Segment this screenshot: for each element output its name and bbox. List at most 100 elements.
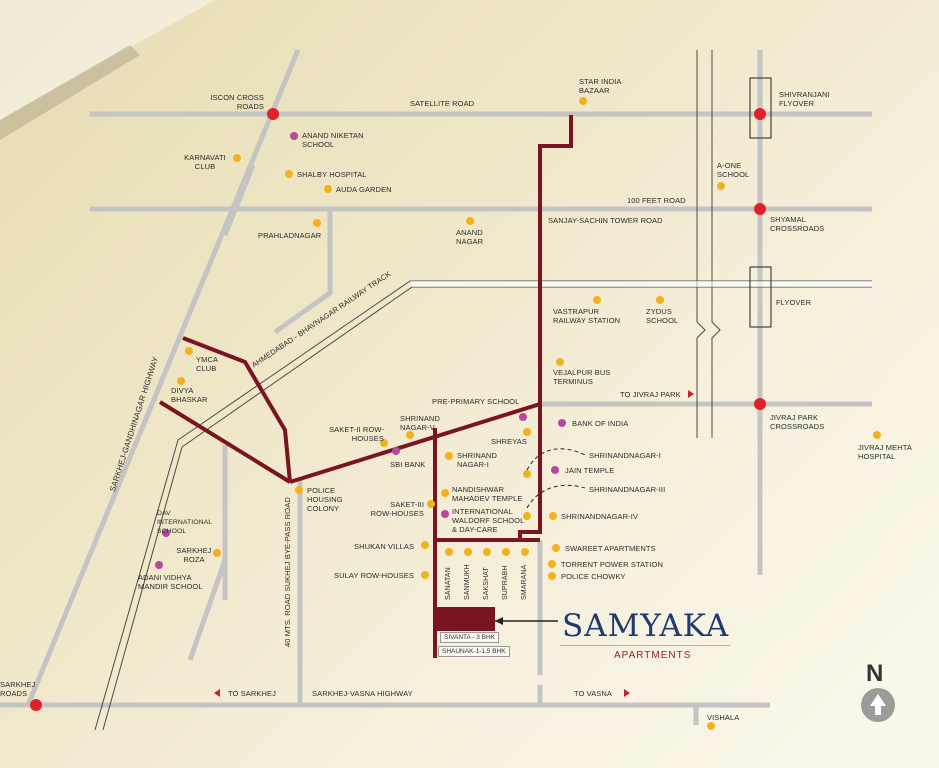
brand-divider xyxy=(560,645,730,646)
junction-label: SHYAMAL CROSSROADS xyxy=(770,215,825,233)
landmark-label: SULAY ROW-HOUSES xyxy=(334,571,414,580)
landmark-label: POLICE CHOWKY xyxy=(561,572,626,581)
landmark-marker xyxy=(464,548,472,556)
pointer-arrow xyxy=(495,617,503,625)
road-label: 100 FEET ROAD xyxy=(627,196,686,205)
landmark-marker xyxy=(445,548,453,556)
landmark-label: DIVYA BHASKAR xyxy=(171,386,208,404)
landmark-label: SHALBY HOSPITAL xyxy=(297,170,367,179)
landmark-marker xyxy=(380,439,388,447)
landmark-marker xyxy=(233,154,241,162)
landmark-marker xyxy=(313,219,321,227)
landmark-label: SHRINAND NAGAR-V xyxy=(400,414,440,432)
north-label: N xyxy=(866,660,884,687)
society-label: SMARANA xyxy=(521,564,528,600)
landmark-label: YMCA CLUB xyxy=(196,355,218,373)
arrow-right-icon xyxy=(624,689,630,697)
school-marker xyxy=(519,413,527,421)
arrow-right-icon xyxy=(688,390,694,398)
society-label: SANMUKH xyxy=(464,564,471,600)
society-label: SUPRABH xyxy=(502,565,509,600)
landmark-label: SHRINAND NAGAR-I xyxy=(457,451,497,469)
landmark-marker xyxy=(707,722,715,730)
school-marker xyxy=(441,510,449,518)
brand-subtitle: APARTMENTS xyxy=(614,650,692,661)
landmark-label: SHREYAS xyxy=(491,437,527,446)
direction-label: TO SARKHEJ xyxy=(228,689,276,698)
landmark-marker xyxy=(717,182,725,190)
landmark-label: INTERNATIONAL WALDORF SCHOOL & DAY-CARE xyxy=(452,507,525,534)
bank-marker xyxy=(558,419,566,427)
bank-marker xyxy=(392,447,400,455)
junction-label: ISCON CROSS ROADS xyxy=(210,93,264,111)
landmark-marker xyxy=(185,347,193,355)
landmark-label: SHRINANDNAGAR-III xyxy=(589,485,666,494)
corner-stripe xyxy=(0,45,140,140)
landmark-marker xyxy=(523,428,531,436)
landmark-label: AUDA GARDEN xyxy=(336,185,392,194)
byepass-label: 40 MTS. ROAD SUKHEJ BYE-PASS ROAD xyxy=(283,497,292,647)
landmark-marker xyxy=(445,452,453,460)
flyover-box xyxy=(749,266,772,328)
landmark-marker xyxy=(213,549,221,557)
landmark-marker xyxy=(406,431,414,439)
sg-highway xyxy=(25,49,301,706)
junction-label: FLYOVER xyxy=(776,298,812,307)
landmark-marker xyxy=(549,512,557,520)
landmark-label: KARNAVATI CLUB xyxy=(184,153,226,171)
route-to-samyaka xyxy=(158,115,573,658)
landmark-marker xyxy=(656,296,664,304)
landmark-marker xyxy=(548,572,556,580)
brand-name: SAMYAKA xyxy=(562,608,730,644)
society-label: SAKSHAT xyxy=(483,567,490,600)
landmark-marker xyxy=(502,548,510,556)
landmark-label: DAV INTERNATIONAL SCHOOL xyxy=(157,510,212,535)
landmark-label: ADANI VIDHYA MANDIR SCHOOL xyxy=(138,573,203,591)
landmark-label: SHRINANDNAGAR-IV xyxy=(561,512,639,521)
landmark-marker xyxy=(466,217,474,225)
landmark-label: PRAHLADNAGAR xyxy=(258,231,322,240)
landmark-label: ANAND NAGAR xyxy=(456,228,484,246)
landmark-label: SAKET-II ROW-HOUSES xyxy=(329,425,384,443)
north-arrow-icon xyxy=(861,688,895,722)
direction-label: TO JIVRAJ PARK xyxy=(620,390,681,399)
landmark-marker xyxy=(593,296,601,304)
landmark-marker xyxy=(295,486,303,494)
landmark-label: SWAREET APARTMENTS xyxy=(565,544,656,553)
temple-marker xyxy=(551,466,559,474)
landmark-marker xyxy=(548,560,556,568)
inner-road-2 xyxy=(187,559,228,661)
direction-label: TO VASNA xyxy=(574,689,613,698)
landmark-marker xyxy=(285,170,293,178)
prahladnagar-link xyxy=(273,290,332,335)
landmark-label: NANDISHWAR MAHADEV TEMPLE xyxy=(452,485,523,503)
landmark-marker xyxy=(421,571,429,579)
landmark-label: VEJALPUR BUS TERMINUS xyxy=(553,368,611,386)
landmark-label: JAIN TEMPLE xyxy=(565,466,615,475)
landmark-marker xyxy=(521,548,529,556)
landmark-label: ANAND NIKETAN SCHOOL xyxy=(302,131,364,149)
arrow-left-icon xyxy=(214,689,220,697)
road-label: SARKHEJ-VASNA HIGHWAY xyxy=(312,689,413,698)
landmark-label: VASTRAPUR RAILWAY STATION xyxy=(553,307,621,325)
shivranjani-flyover-box xyxy=(749,77,772,139)
road-network xyxy=(0,49,872,725)
landmark-label: BANK OF INDIA xyxy=(572,419,629,428)
landmark-marker xyxy=(427,500,435,508)
landmark-label: POLICE HOUSING COLONY xyxy=(307,486,343,513)
junction-label: SHIVRANJANI FLYOVER xyxy=(779,90,830,108)
school-marker xyxy=(162,529,170,537)
school-marker xyxy=(155,561,163,569)
road-label: SANJAY-SACHIN TOWER ROAD xyxy=(548,216,663,225)
karnavati-road xyxy=(222,164,256,236)
school-marker xyxy=(290,132,298,140)
landmark-marker xyxy=(441,489,449,497)
landmark-marker xyxy=(556,358,564,366)
landmark-label: SARKHEJ ROZA xyxy=(176,546,212,564)
road-label: SATELLITE ROAD xyxy=(410,99,475,108)
landmark-label: SBI BANK xyxy=(390,460,426,469)
landmark-label: JIVRAJ MEHTA HOSPITAL xyxy=(858,443,912,461)
society-label: SANATAN xyxy=(445,567,452,600)
